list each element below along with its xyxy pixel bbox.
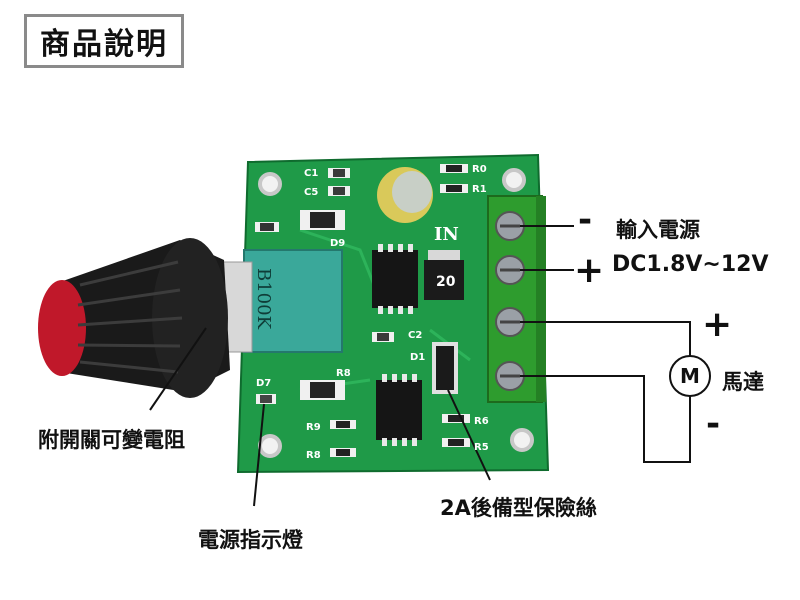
terminal-block [487,195,546,403]
callout-lines [149,225,691,507]
electrolytic-capacitor [377,167,433,223]
silkscreen-labels: C1 C5 R0 R1 D9 IN 20 C2 D1 D7 R8 R9 R8 R… [256,164,489,461]
motor-m-symbol: M [680,364,700,388]
silk-chip: 20 [436,274,456,290]
mosfet-chip [424,250,464,300]
mount-hole-icon [258,434,282,458]
input-voltage-range: DC1.8V~12V [612,252,769,277]
page-title: 商品說明 [24,14,184,68]
silk-r9: R9 [306,422,321,433]
silk-r5: R5 [474,442,489,453]
mount-hole-icon [502,168,526,192]
input-minus-sign: - [578,200,593,240]
power-led-label: 電源指示燈 [198,528,303,552]
motor-symbol [669,355,711,397]
silk-d7: D7 [256,378,271,389]
mount-hole-icon [510,428,534,452]
ic-chip-upper [372,244,418,314]
fuse-component [432,342,458,394]
motor-minus-sign: - [706,404,721,444]
fuse-label: 2A後備型保險絲 [440,496,597,520]
silk-r6: R6 [474,416,489,427]
silk-in: IN [434,224,459,245]
input-power-label: 輸入電源 [616,218,700,242]
screw-icon [495,255,525,285]
smd-components [255,164,470,457]
motor-plus-sign: + [702,304,733,345]
silk-pot: B100K [253,268,274,330]
knob-icon [38,238,230,398]
silk-d9: D9 [330,238,345,249]
screw-icon [495,361,525,391]
silk-c5: C5 [304,187,318,198]
input-plus-sign: + [574,250,605,291]
silk-r0: R0 [472,164,487,175]
switch-pot-label: 附開關可變電阻 [38,428,185,452]
silk-c2: C2 [408,330,422,341]
potentiometer [205,249,343,353]
ic-chip-lower [376,374,422,446]
silk-c1: C1 [304,168,318,179]
screw-icon [495,307,525,337]
screw-icon [495,211,525,241]
silk-r8b: R8 [306,450,321,461]
mount-hole-icon [258,172,282,196]
motor-label: 馬達 [722,370,764,394]
silk-r8: R8 [336,368,351,379]
silk-d1: D1 [410,352,425,363]
silk-r1: R1 [472,184,487,195]
